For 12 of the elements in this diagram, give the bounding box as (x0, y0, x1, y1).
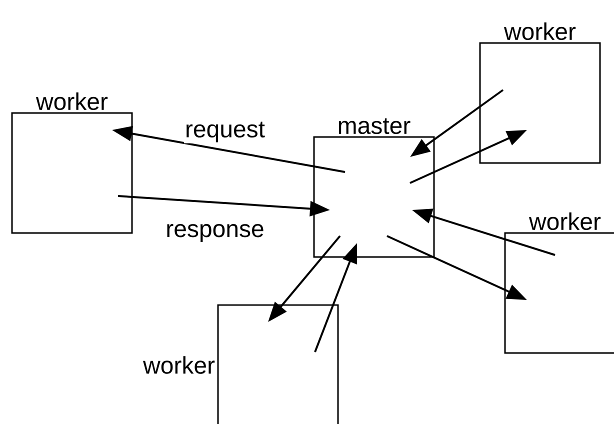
node-label: worker (504, 22, 576, 40)
process-box: worker (504, 212, 614, 354)
node-label: worker (528, 212, 601, 230)
process-box: worker (11, 92, 133, 234)
node-label: worker (36, 92, 108, 110)
edge-label: response (167, 224, 264, 242)
process-box: worker (143, 304, 339, 424)
process-box: master (313, 118, 435, 258)
node-label: master (338, 118, 410, 134)
node-label: worker (143, 356, 215, 374)
edge-label: request (186, 122, 265, 142)
process-box: worker (479, 22, 601, 164)
